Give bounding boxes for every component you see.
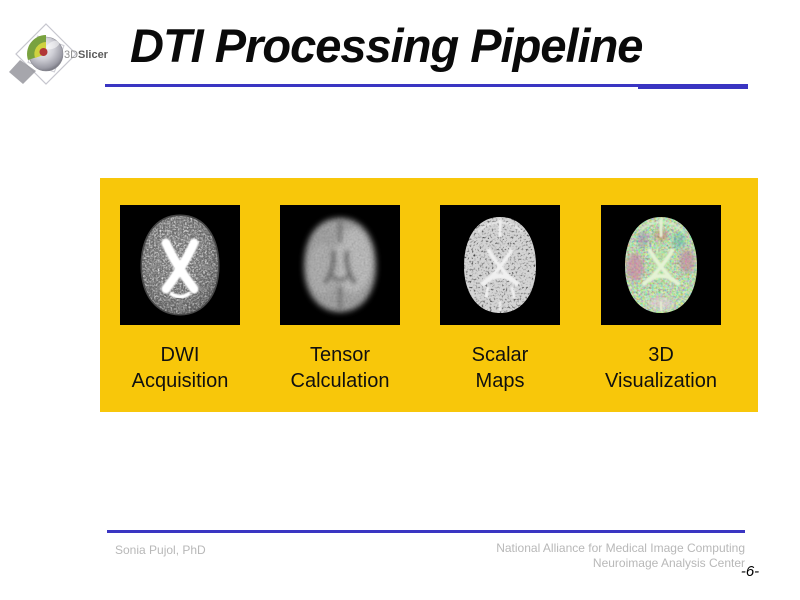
slide-title: DTI Processing Pipeline <box>130 19 643 72</box>
slicer-logo: 3D Slicer <box>8 20 158 92</box>
step-label-line2: Calculation <box>290 370 390 392</box>
logo-text-3d: 3D <box>64 49 78 61</box>
step-label-3d: 3D Visualization <box>581 342 741 394</box>
color-dti-brain-image <box>601 205 721 325</box>
footer-org-line1: National Alliance for Medical Image Comp… <box>496 541 745 555</box>
slicer-logo-icon: 3D Slicer <box>9 23 109 85</box>
step-label-dwi: DWI Acquisition <box>100 342 260 394</box>
footer-organization: National Alliance for Medical Image Comp… <box>496 541 745 571</box>
step-label-line2: Visualization <box>605 370 717 392</box>
pipeline-step-scalar-maps: Scalar Maps <box>420 205 580 394</box>
title-underline-thick <box>638 84 748 89</box>
step-label-line1: 3D <box>648 344 674 366</box>
title-underline-thin <box>105 84 640 87</box>
tensor-brain-image <box>280 205 400 325</box>
logo-text-slicer: Slicer <box>78 49 109 61</box>
step-label-tensor: Tensor Calculation <box>260 342 420 394</box>
step-label-line2: Maps <box>475 370 525 392</box>
step-label-scalar: Scalar Maps <box>420 342 580 394</box>
step-label-line1: Scalar <box>471 344 529 366</box>
step-label-line1: Tensor <box>309 344 371 366</box>
footer-rule <box>107 530 745 533</box>
step-label-line1: DWI <box>160 344 200 366</box>
page-number: -6- <box>740 563 760 580</box>
dwi-brain-image <box>120 205 240 325</box>
pipeline-step-tensor-calculation: Tensor Calculation <box>260 205 420 394</box>
footer-org-line2: Neuroimage Analysis Center <box>592 556 745 570</box>
scalar-map-brain-image <box>440 205 560 325</box>
step-label-line2: Acquisition <box>131 370 229 392</box>
pipeline-step-3d-visualization: 3D Visualization <box>581 205 741 394</box>
footer-author: Sonia Pujol, PhD <box>115 543 206 557</box>
pipeline-step-dwi-acquisition: DWI Acquisition <box>100 205 260 394</box>
